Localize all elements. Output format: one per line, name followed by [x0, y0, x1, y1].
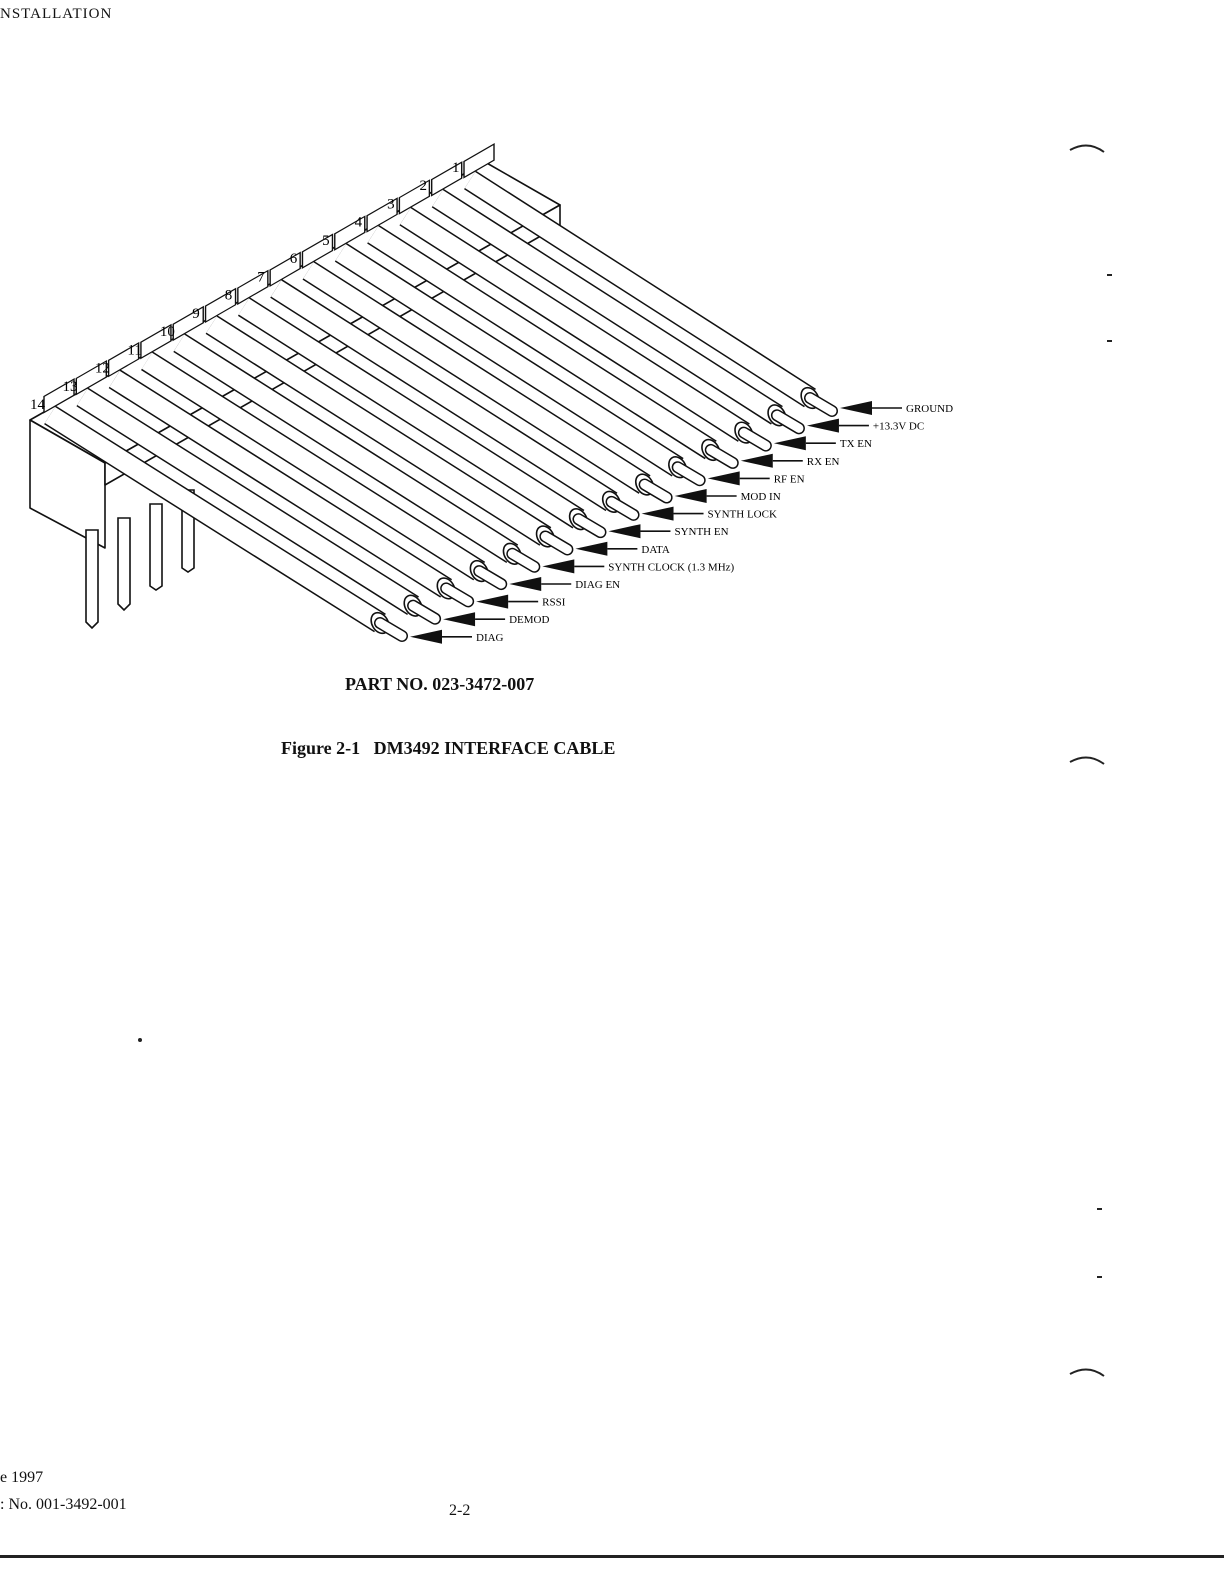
signal-callout: SYNTH LOCK [642, 507, 777, 521]
margin-arc-mark [1068, 138, 1108, 158]
signal-callout: +13.3V DC [807, 419, 924, 433]
pin-number: 7 [257, 269, 265, 285]
arrow-icon [774, 436, 806, 450]
arrow-icon [840, 401, 872, 415]
margin-dot-mark [136, 1036, 144, 1044]
pin-number: 10 [160, 324, 175, 340]
signal-callout: TX EN [774, 436, 872, 450]
margin-dot-mark [1096, 1206, 1104, 1212]
arrow-icon [708, 471, 740, 485]
margin-dot-mark [1106, 272, 1114, 278]
signal-label: DEMOD [509, 614, 549, 626]
arrow-icon [509, 577, 541, 591]
signal-label: DATA [641, 544, 670, 556]
signal-label: SYNTH EN [674, 526, 728, 538]
signal-callout: DEMOD [443, 612, 549, 626]
margin-dot-mark [1106, 338, 1114, 344]
signal-label: DIAG EN [575, 579, 620, 591]
pin-number: 5 [322, 233, 330, 249]
pin-number: 6 [290, 251, 298, 267]
bottom-rule [0, 1555, 1224, 1558]
margin-arc-mark [1068, 750, 1108, 770]
arrow-icon [675, 489, 707, 503]
arrow-icon [741, 454, 773, 468]
signal-label: MOD IN [741, 491, 781, 503]
signal-callout: SYNTH CLOCK (1.3 MHz) [542, 559, 734, 573]
signal-label: SYNTH CLOCK (1.3 MHz) [608, 561, 734, 573]
signal-label: RF EN [774, 473, 805, 485]
pin-number: 4 [355, 215, 363, 231]
footer-date: e 1997 [0, 1469, 43, 1487]
pin-number: 8 [225, 288, 233, 304]
pin-number: 3 [387, 196, 395, 212]
signal-callout: GROUND [840, 401, 953, 415]
signal-callout: DIAG [410, 630, 504, 644]
arrow-icon [443, 612, 475, 626]
signal-callout: SYNTH EN [608, 524, 728, 538]
signal-callout: DATA [575, 542, 670, 556]
arrow-icon [542, 559, 574, 573]
arrow-icon [807, 419, 839, 433]
signal-label: SYNTH LOCK [708, 509, 777, 521]
pin-number: 12 [95, 361, 110, 377]
signal-label: +13.3V DC [873, 421, 924, 433]
signal-callout: RF EN [708, 471, 805, 485]
signal-callout: RSSI [476, 595, 566, 609]
signal-label: RSSI [542, 597, 566, 609]
pin-number: 2 [420, 178, 428, 194]
pin-number: 13 [62, 379, 77, 395]
pin-number: 11 [127, 342, 141, 358]
arrow-icon [476, 595, 508, 609]
signal-label: GROUND [906, 403, 953, 415]
signal-label: RX EN [807, 456, 840, 468]
pin-number: 14 [30, 397, 46, 413]
signal-callout: RX EN [741, 454, 840, 468]
arrow-icon [575, 542, 607, 556]
signal-callout: DIAG EN [509, 577, 620, 591]
margin-arc-mark [1068, 1362, 1108, 1382]
pin-number: 9 [192, 306, 200, 322]
footer-manual-number: : No. 001-3492-001 [0, 1496, 127, 1514]
arrow-icon [642, 507, 674, 521]
pin-number: 1 [452, 160, 460, 176]
figure-caption: Figure 2-1 DM3492 INTERFACE CABLE [281, 738, 615, 759]
signal-label: TX EN [840, 438, 872, 450]
arrow-icon [410, 630, 442, 644]
arrow-icon [608, 524, 640, 538]
signal-label: DIAG [476, 632, 504, 644]
page-number: 2-2 [449, 1502, 470, 1520]
signal-callout: MOD IN [675, 489, 781, 503]
part-number: PART NO. 023-3472-007 [345, 674, 534, 695]
margin-dot-mark [1096, 1274, 1104, 1280]
